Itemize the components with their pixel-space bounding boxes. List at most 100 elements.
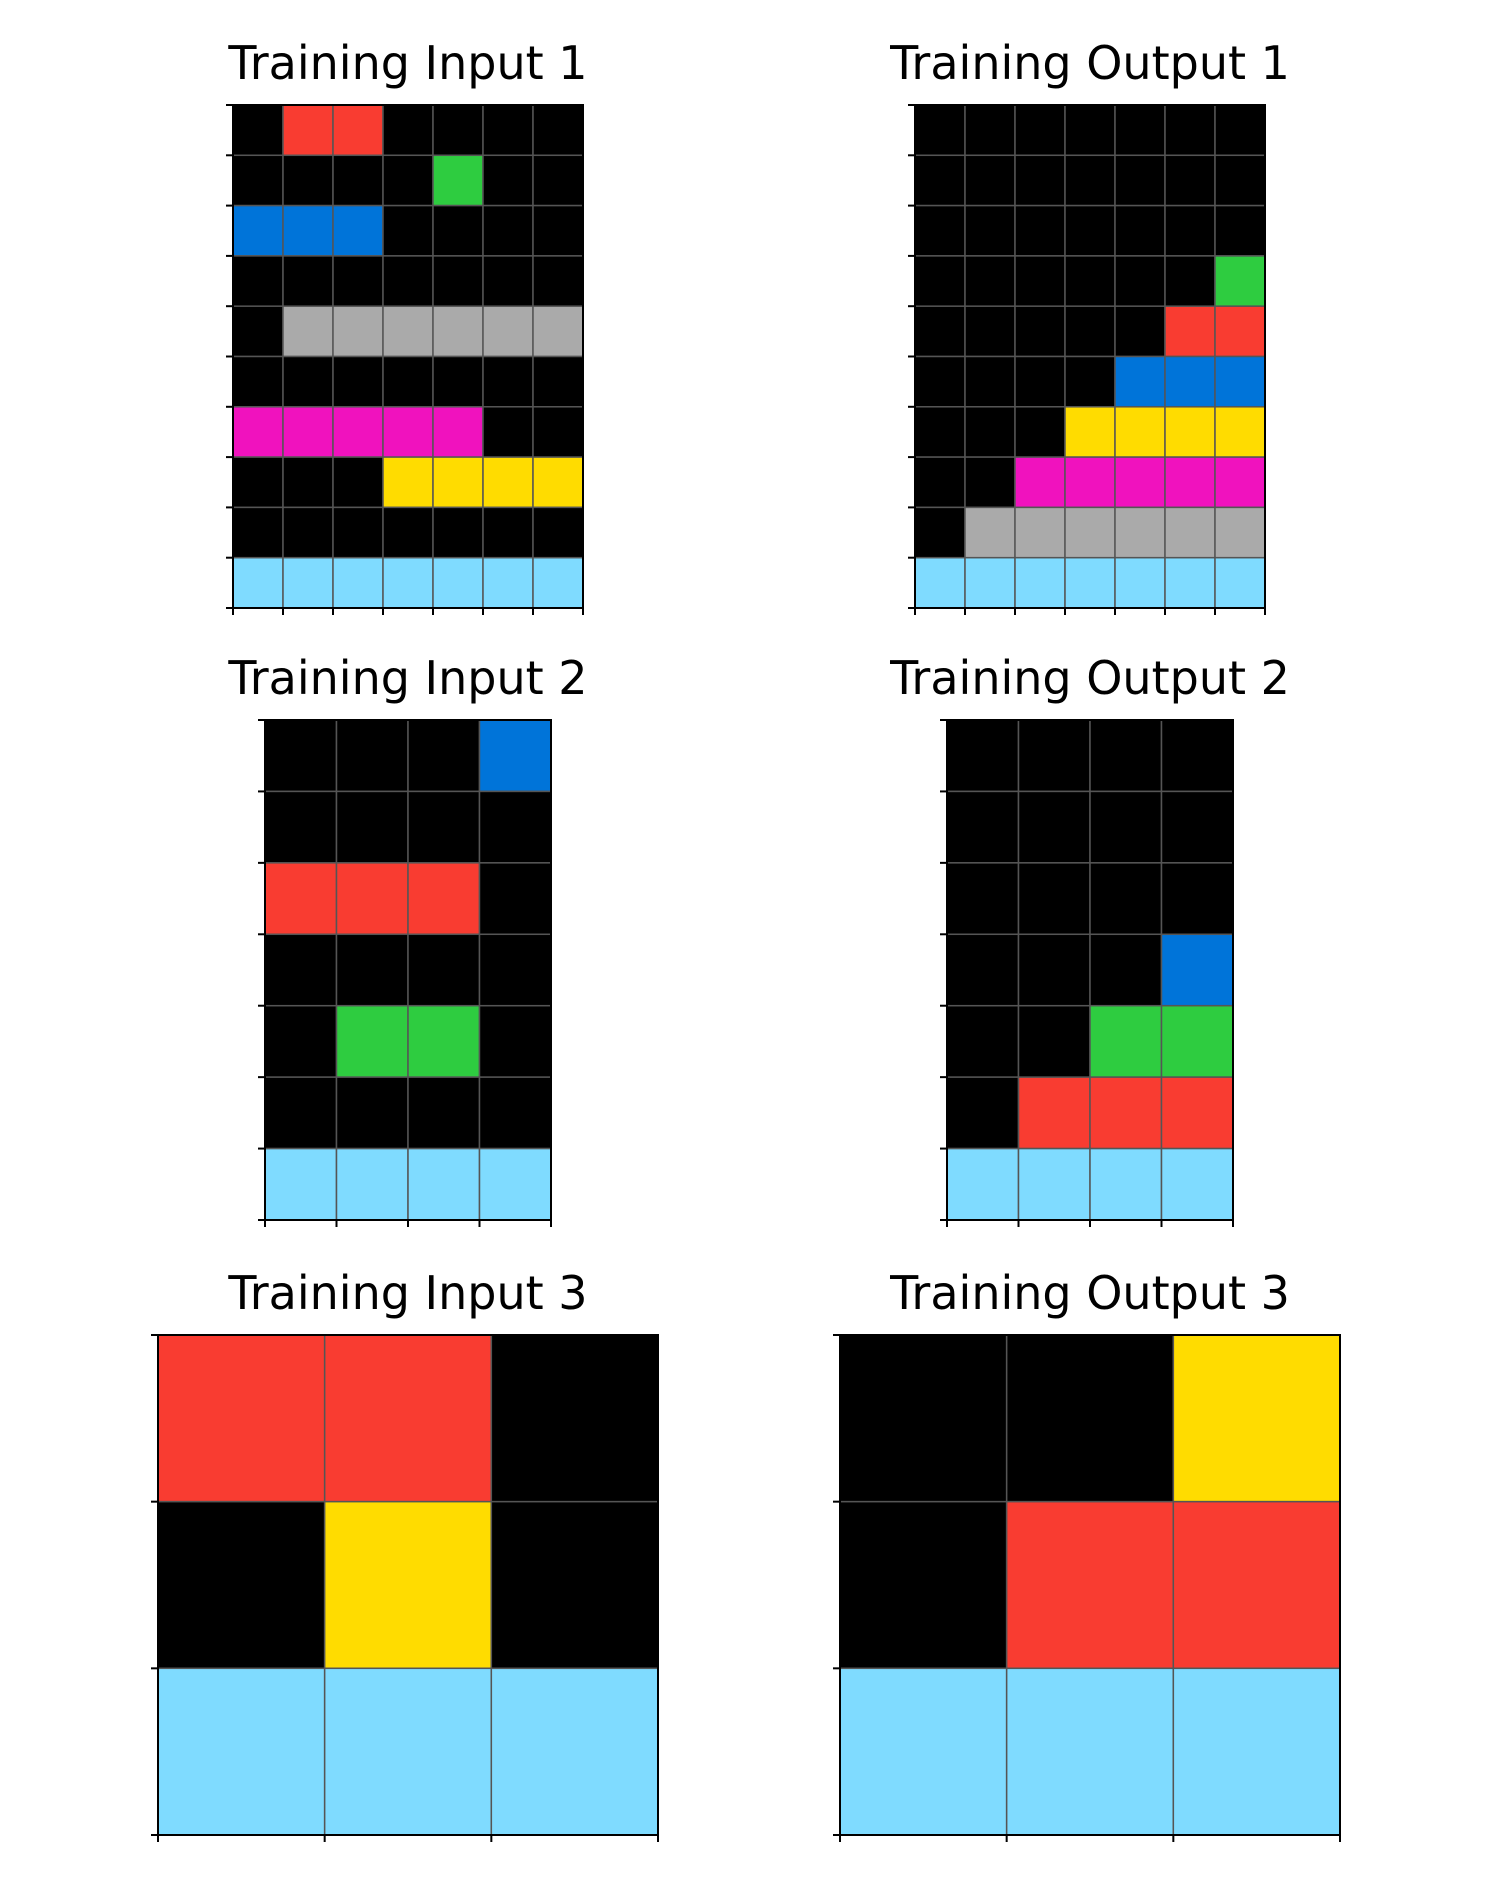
grid-cell (1214, 255, 1266, 307)
grid-cell (946, 790, 1020, 864)
grid-cell (532, 355, 584, 408)
grid-cell (332, 506, 384, 559)
grid-cell (1017, 790, 1091, 864)
grid-cell (407, 790, 481, 864)
grid-cell (332, 154, 384, 207)
grid-cell (264, 933, 338, 1007)
grid-cell (946, 933, 1020, 1007)
grid-cell (478, 719, 552, 793)
grid-cell (946, 1004, 1020, 1078)
grid-cell (382, 255, 434, 307)
grid-cell (964, 556, 1016, 609)
grid-cell (946, 719, 1020, 793)
grid-cell (490, 1334, 659, 1503)
grid-cell (1114, 104, 1166, 157)
grid-cell (1160, 1147, 1234, 1221)
panel-title: Training Input 2 (228, 651, 588, 705)
grid-cell (1005, 1500, 1175, 1670)
grid-cell (1172, 1500, 1341, 1670)
grid-cell (1114, 255, 1166, 307)
grid-cell (332, 255, 384, 307)
grid-cell (432, 456, 484, 509)
grid-cell (482, 506, 534, 559)
grid-cell (482, 154, 534, 207)
grid-cell (1114, 355, 1166, 408)
grid-cell (332, 204, 384, 257)
grid-cell (1164, 506, 1216, 559)
grid-cell (1064, 305, 1116, 358)
grid-cell (432, 204, 484, 257)
grid-cell (532, 506, 584, 559)
grid-cell (1014, 556, 1066, 609)
grid-cell (478, 1004, 552, 1078)
grid-cell (532, 255, 584, 307)
grid-cell (1160, 862, 1234, 936)
grid-cell (914, 204, 966, 257)
training-input-3-grid (151, 1334, 659, 1842)
grid-cell (532, 154, 584, 207)
grid-cell (532, 456, 584, 509)
grid-cell (1114, 305, 1166, 358)
grid-cell (1214, 556, 1266, 609)
grid-cell (282, 204, 334, 257)
grid-cell (407, 719, 481, 793)
grid-cell (914, 305, 966, 358)
grid-cell (282, 355, 334, 408)
grid-cell (1164, 406, 1216, 458)
grid-cell (1089, 1076, 1163, 1150)
grid-cell (1214, 104, 1266, 157)
grid-cell (532, 406, 584, 458)
training-input-2-grid (258, 719, 552, 1227)
grid-cell (1014, 204, 1066, 257)
grid-cell (1005, 1667, 1175, 1836)
grid-cell (1164, 305, 1216, 358)
grid-cell (332, 305, 384, 358)
grid-cell (1017, 1147, 1091, 1221)
grid-cell (382, 355, 434, 408)
grid-cell (1017, 719, 1091, 793)
grid-cell (946, 862, 1020, 936)
grid-cell (532, 556, 584, 609)
grid-cell (232, 104, 284, 157)
grid-cell (264, 790, 338, 864)
grid-cell (432, 255, 484, 307)
grid-cell (232, 154, 284, 207)
grid-cell (382, 104, 434, 157)
training-input-1-grid (226, 104, 584, 615)
grid-cell (1114, 506, 1166, 559)
grid-cell (1172, 1334, 1341, 1503)
grid-cell (382, 305, 434, 358)
grid-cell (1160, 1076, 1234, 1150)
grid-cell (914, 355, 966, 408)
grid-cell (1172, 1667, 1341, 1836)
grid-cell (1214, 204, 1266, 257)
grid-cell (964, 154, 1016, 207)
grid-cell (1005, 1334, 1175, 1503)
grid-cell (282, 154, 334, 207)
grid-cell (914, 406, 966, 458)
grid-border (157, 1334, 659, 1836)
grid-cell (532, 305, 584, 358)
grid-cell (157, 1667, 326, 1836)
grid-cell (1014, 104, 1066, 157)
grid-cell (914, 255, 966, 307)
grid-cell (335, 1004, 409, 1078)
grid-cell (232, 255, 284, 307)
grid-cell (1064, 204, 1116, 257)
grid-cell (432, 305, 484, 358)
grid-cell (323, 1500, 493, 1670)
grid-cell (914, 154, 966, 207)
grid-cell (323, 1667, 493, 1836)
grid-cell (382, 556, 434, 609)
grid-cell (1114, 204, 1166, 257)
grid-cell (964, 456, 1016, 509)
grid-cell (282, 104, 334, 157)
grid-cell (432, 104, 484, 157)
grid-cell (157, 1334, 326, 1503)
grid-cell (282, 406, 334, 458)
grid-cell (1160, 790, 1234, 864)
grid-cell (1160, 719, 1234, 793)
grid-cell (382, 204, 434, 257)
grid-cell (382, 154, 434, 207)
grid-cell (1164, 355, 1216, 408)
